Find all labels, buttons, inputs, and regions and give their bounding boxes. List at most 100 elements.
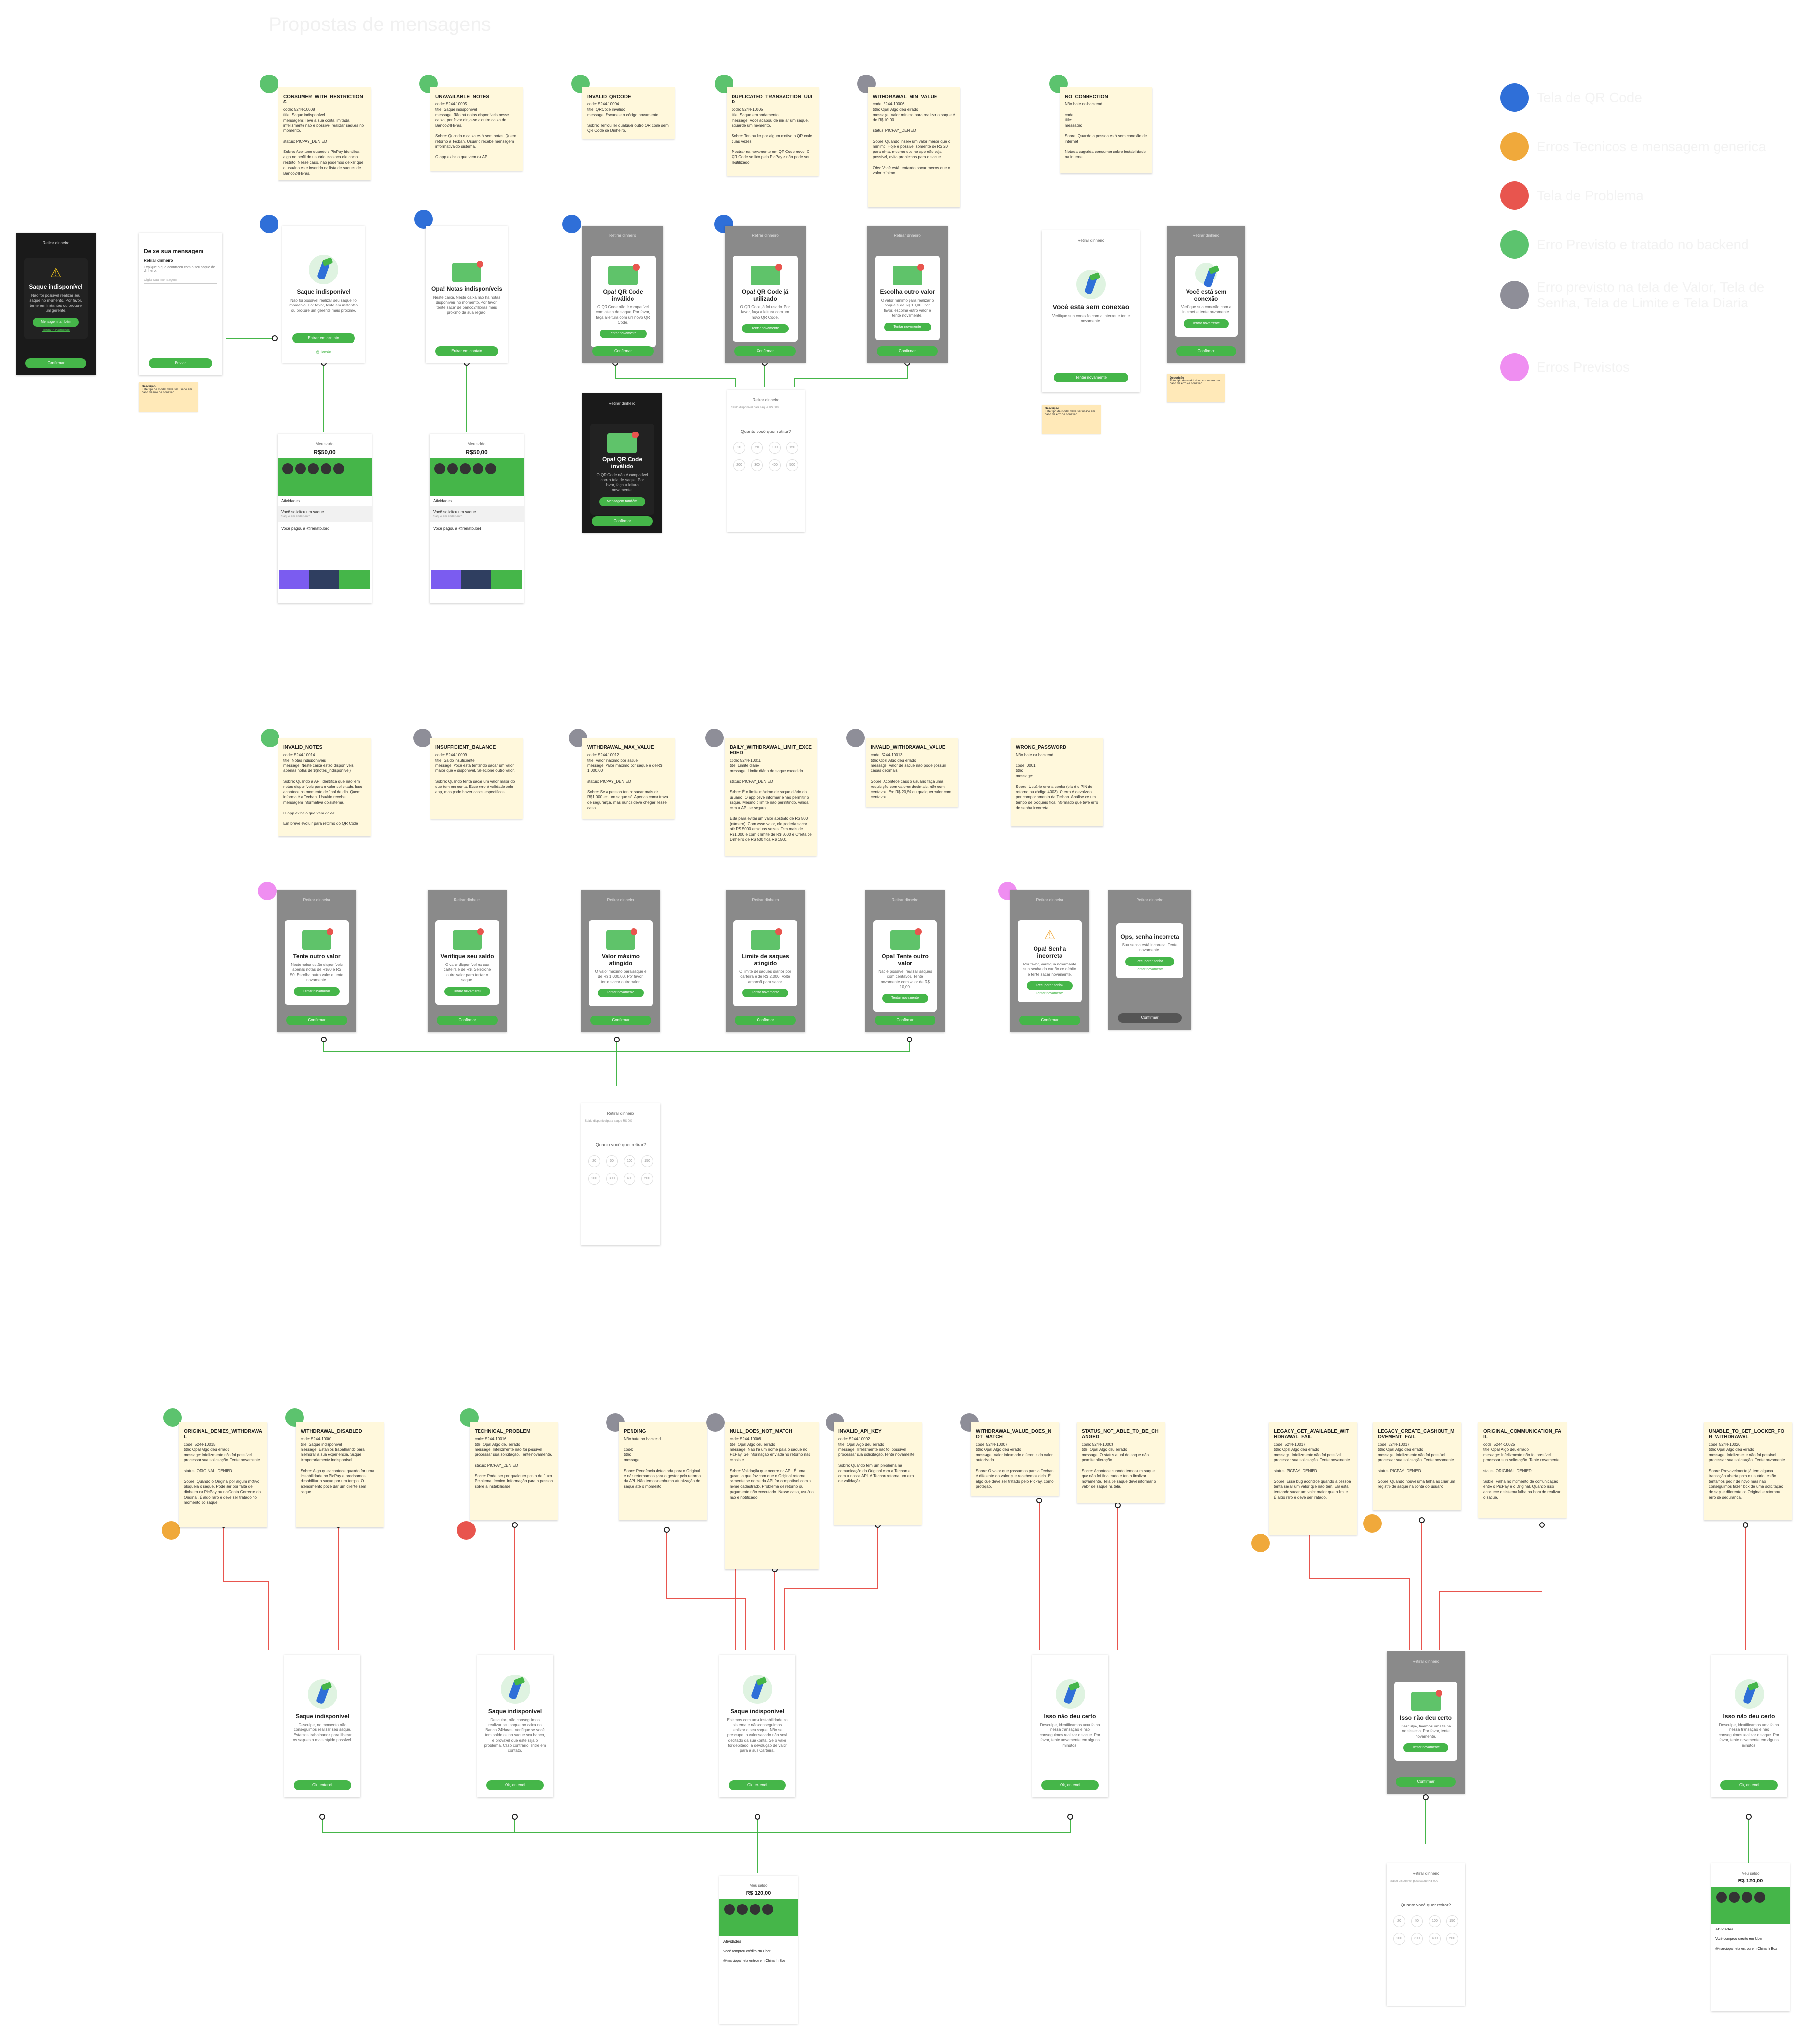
amount-options: 20 50 100 150 200 300 400 500 bbox=[727, 439, 805, 474]
confirm-button[interactable]: Confirmar bbox=[590, 1016, 651, 1025]
confirm-button[interactable]: Confirmar bbox=[876, 346, 938, 356]
amount-option[interactable]: 100 bbox=[1429, 1915, 1441, 1927]
recover-password-button[interactable]: Recuperar senha bbox=[1125, 957, 1174, 966]
confirm-button[interactable]: Confirmar bbox=[1176, 346, 1236, 356]
available-balance: Saldo disponível para saque R$ 000 bbox=[1390, 1880, 1438, 1883]
amount-option[interactable]: 500 bbox=[641, 1173, 653, 1185]
amount-option[interactable]: 50 bbox=[1411, 1915, 1423, 1927]
retry-button[interactable]: Tentar novamente bbox=[597, 989, 644, 998]
amount-option[interactable]: 200 bbox=[1393, 1933, 1405, 1945]
confirm-button[interactable]: Confirmar bbox=[592, 516, 653, 526]
ok-button[interactable]: Ok, entendi bbox=[486, 1780, 544, 1790]
cards-row bbox=[279, 570, 370, 589]
amount-option[interactable]: 400 bbox=[624, 1173, 635, 1185]
memo-note: Descrição Este tipo de modal deve ser us… bbox=[139, 382, 198, 412]
activity-item[interactable]: Você pagou a @renato.lord bbox=[433, 526, 481, 531]
ok-button[interactable]: Ok, entendi bbox=[293, 1780, 352, 1790]
confirm-button[interactable]: Confirmar bbox=[25, 358, 86, 368]
retry-button[interactable]: Tentar novamente bbox=[444, 987, 491, 996]
retry-link[interactable]: Tentar novamente bbox=[1136, 967, 1164, 971]
ok-button[interactable]: Ok, entendi bbox=[1720, 1780, 1778, 1790]
contact-button[interactable]: Entrar em contato bbox=[435, 346, 498, 356]
retry-button[interactable]: Tentar novamente bbox=[1183, 319, 1229, 328]
confirm-button[interactable]: Confirmar bbox=[1118, 1013, 1182, 1023]
promo-banner bbox=[1711, 1887, 1790, 1924]
legend-label: Tela de Problema bbox=[1537, 188, 1643, 203]
retry-link[interactable]: Tentar novamente bbox=[1036, 992, 1064, 996]
screen-notas-indisponiveis: Opa! Notas indisponíveis Neste caixa. Ne… bbox=[426, 226, 508, 363]
amount-option[interactable]: 500 bbox=[786, 459, 798, 471]
primary-button[interactable]: Mensagem também bbox=[32, 317, 79, 327]
activity-item[interactable]: Você solicitou um saque. bbox=[278, 506, 372, 515]
grey-dot bbox=[705, 729, 724, 747]
primary-button[interactable]: Mensagem também bbox=[599, 497, 646, 506]
confirm-button[interactable]: Confirmar bbox=[592, 346, 654, 356]
modal-body: O QR Code já foi usado. Por favor, faça … bbox=[740, 305, 790, 320]
confirm-button[interactable]: Confirmar bbox=[735, 1016, 796, 1025]
message-input[interactable]: Digite sua mensagem bbox=[144, 279, 217, 284]
amount-option[interactable]: 20 bbox=[588, 1155, 600, 1167]
recover-password-button[interactable]: Recuperar senha bbox=[1026, 981, 1073, 991]
amount-option[interactable]: 150 bbox=[786, 442, 798, 454]
activity-item[interactable]: @marciopalheta entrou em China In Box bbox=[723, 1959, 785, 1963]
amount-option[interactable]: 200 bbox=[733, 459, 745, 471]
money-illustration bbox=[751, 928, 782, 950]
amount-option[interactable]: 20 bbox=[733, 442, 745, 454]
confirm-button[interactable]: Confirmar bbox=[286, 1016, 347, 1025]
cards-row bbox=[431, 570, 522, 589]
promo-banner bbox=[719, 1899, 798, 1936]
amount-option[interactable]: 500 bbox=[1446, 1933, 1458, 1945]
confirm-button[interactable]: Confirmar bbox=[1396, 1777, 1456, 1787]
username-link[interactable]: @Lionsk8 bbox=[316, 351, 331, 354]
activity-item[interactable]: Você comprou crédito em Uber bbox=[1711, 1934, 1790, 1944]
ok-button[interactable]: Ok, entendi bbox=[728, 1780, 786, 1790]
activity-item[interactable]: Você comprou crédito em Uber bbox=[719, 1947, 798, 1956]
activity-item[interactable]: Você solicitou um saque. bbox=[430, 506, 524, 515]
modal-title: Ops, senha incorreta bbox=[1120, 933, 1179, 940]
confirm-button[interactable]: Confirmar bbox=[875, 1016, 935, 1025]
amount-option[interactable]: 100 bbox=[624, 1155, 635, 1167]
amount-option[interactable]: 50 bbox=[606, 1155, 618, 1167]
amount-option[interactable]: 300 bbox=[751, 459, 763, 471]
confirm-button[interactable]: Confirmar bbox=[437, 1016, 498, 1025]
activity-item[interactable]: @marciopalheta entrou em China In Box bbox=[1715, 1947, 1777, 1951]
retry-link[interactable]: Tentar novamente bbox=[42, 328, 70, 332]
confirm-button[interactable]: Confirmar bbox=[734, 346, 796, 356]
modal-title: Limite de saques atingido bbox=[741, 953, 789, 966]
retry-button[interactable]: Tentar novamente bbox=[884, 322, 931, 331]
amount-option[interactable]: 150 bbox=[641, 1155, 653, 1167]
retry-button[interactable]: Tentar novamente bbox=[599, 329, 647, 338]
amount-option[interactable]: 20 bbox=[1393, 1915, 1405, 1927]
amount-option[interactable]: 150 bbox=[1446, 1915, 1458, 1927]
retry-button[interactable]: Tentar novamente bbox=[882, 993, 929, 1003]
modal: Opa! QR Code já utilizado O QR Code já f… bbox=[733, 256, 798, 342]
amount-option[interactable]: 400 bbox=[1429, 1933, 1441, 1945]
promo-banner bbox=[278, 458, 372, 496]
blue-dot bbox=[562, 215, 581, 233]
send-button[interactable]: Enviar bbox=[149, 358, 212, 368]
activity-item[interactable]: Você pagou a @renato.lord bbox=[281, 526, 329, 531]
amount-option[interactable]: 50 bbox=[751, 442, 763, 454]
wallet-balance: R$50,00 bbox=[465, 449, 488, 456]
amount-option[interactable]: 400 bbox=[769, 459, 781, 471]
amount-option[interactable]: 200 bbox=[588, 1173, 600, 1185]
contact-button[interactable]: Entrar em contato bbox=[292, 333, 355, 343]
modal-body: Por favor, verifique novamente sua senha… bbox=[1023, 962, 1077, 977]
modal-title: Opa! QR Code inválido bbox=[603, 288, 643, 302]
retry-button[interactable]: Tentar novamente bbox=[293, 987, 340, 996]
amount-option[interactable]: 300 bbox=[606, 1173, 618, 1185]
retry-button[interactable]: Tentar novamente bbox=[741, 324, 789, 333]
ok-button[interactable]: Ok, entendi bbox=[1041, 1780, 1099, 1790]
retry-button[interactable]: Tentar novamente bbox=[1054, 373, 1128, 382]
retry-button[interactable]: Tentar novamente bbox=[742, 989, 789, 998]
screen-title: Saque indisponível bbox=[488, 1708, 542, 1715]
confirm-button[interactable]: Confirmar bbox=[1019, 1016, 1080, 1025]
retry-button[interactable]: Tentar novamente bbox=[1403, 1743, 1449, 1753]
amount-option[interactable]: 300 bbox=[1411, 1933, 1423, 1945]
amount-option[interactable]: 100 bbox=[769, 442, 781, 454]
